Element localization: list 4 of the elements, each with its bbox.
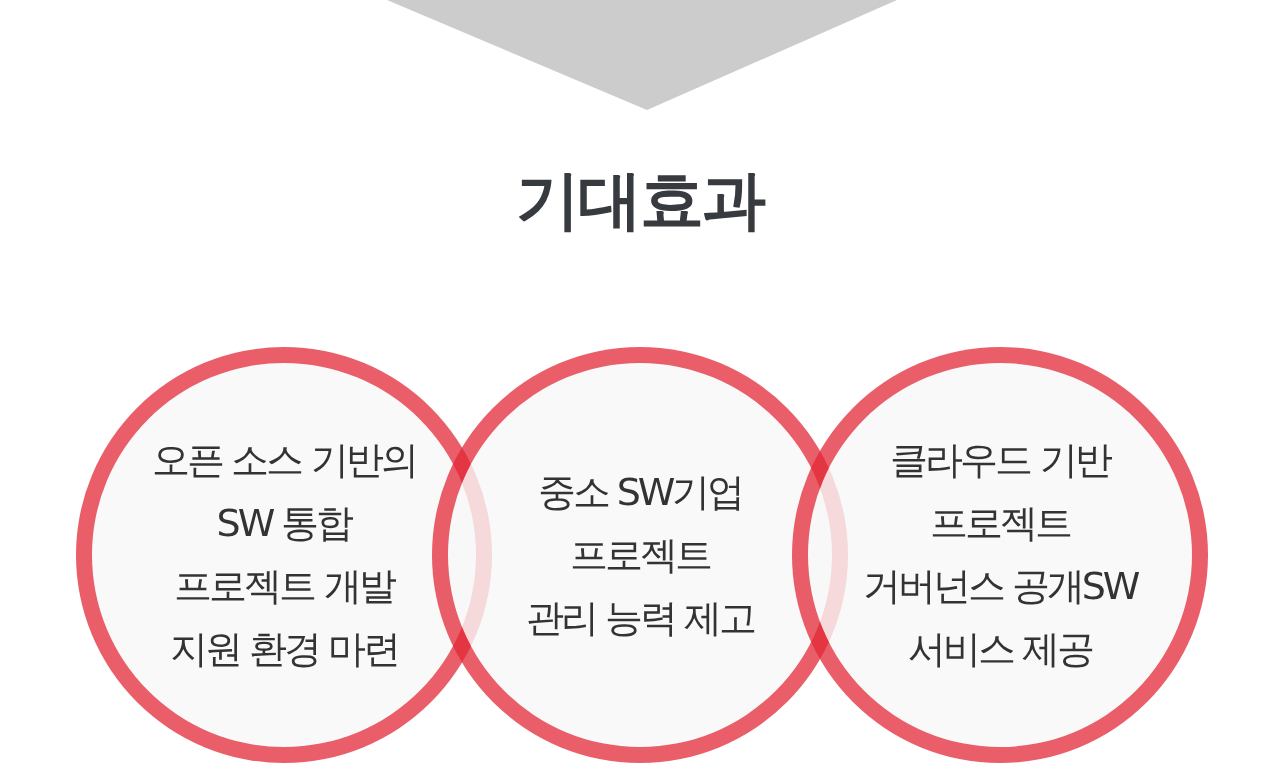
title: 기대효과 [516, 162, 764, 239]
effect-text: 클라우드 기반 프로젝트 거버넌스 공개SW 서비스 제공 [862, 437, 1138, 673]
effect-text: 오픈 소스 기반의 SW 통합 프로젝트 개발 지원 환경 마련 [152, 437, 416, 673]
effect-text: 중소 SW기업 프로젝트 관리 능력 제고 [525, 468, 755, 642]
